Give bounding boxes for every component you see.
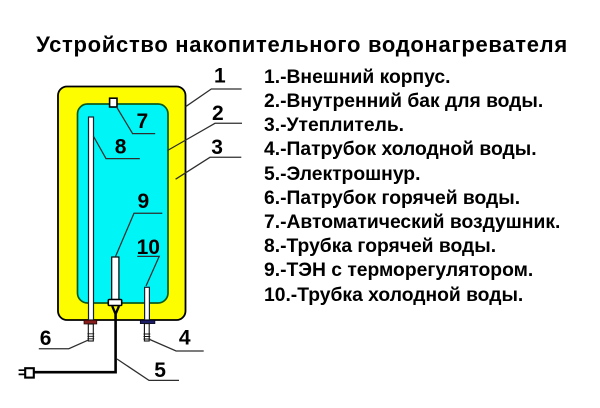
- svg-text:4: 4: [179, 327, 191, 350]
- svg-text:6: 6: [40, 327, 52, 350]
- svg-text:1: 1: [214, 65, 226, 88]
- svg-text:10: 10: [137, 236, 160, 259]
- svg-text:5: 5: [154, 359, 166, 382]
- svg-text:7: 7: [137, 110, 149, 133]
- svg-text:8: 8: [115, 136, 127, 159]
- svg-text:9: 9: [138, 190, 150, 213]
- svg-text:3: 3: [211, 136, 223, 159]
- svg-text:2: 2: [212, 102, 224, 125]
